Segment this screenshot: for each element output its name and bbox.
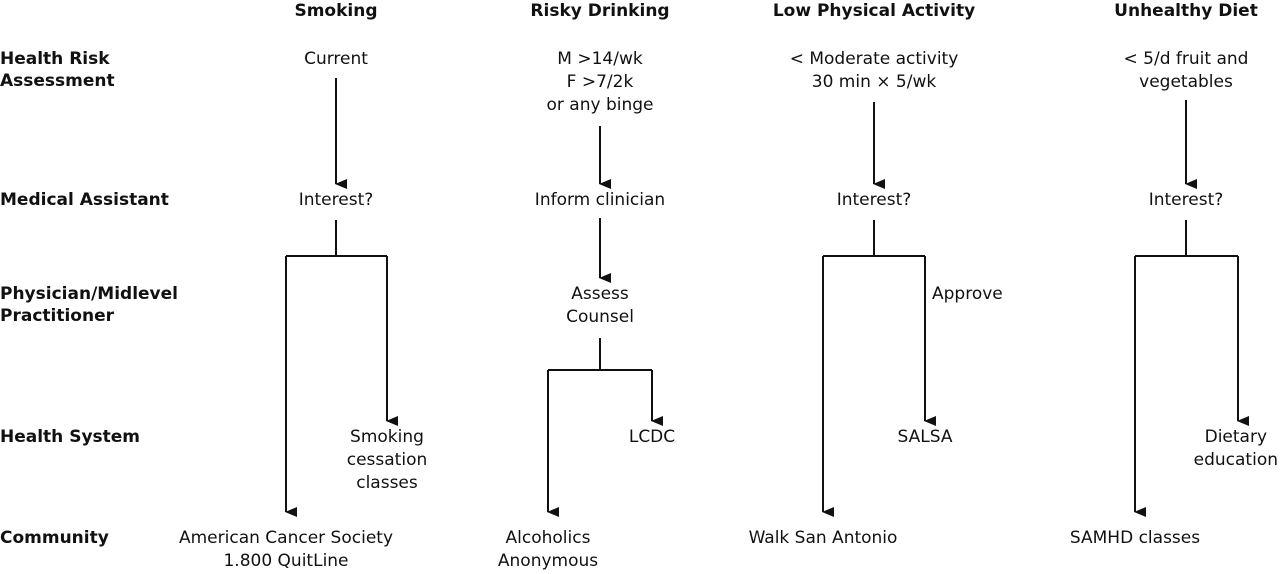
activity-health-system-node: SALSA bbox=[897, 427, 953, 447]
activity-ma-node: Interest? bbox=[836, 190, 912, 210]
drinking-ma-node: Inform clinician bbox=[534, 190, 666, 210]
branch-drinking-physician bbox=[548, 338, 652, 371]
diet-community-node: SAMHD classes bbox=[1069, 528, 1201, 548]
activity-physician-node: Approve bbox=[932, 284, 1003, 304]
smoking-ma-node: Interest? bbox=[298, 190, 374, 210]
drinking-health-system-node: LCDC bbox=[628, 427, 676, 447]
activity-community-node: Walk San Antonio bbox=[748, 528, 898, 548]
row-label-medical-assistant: Medical Assistant bbox=[0, 190, 169, 210]
column-header-risky-drinking: Risky Drinking bbox=[530, 1, 670, 21]
branch-diet-ma bbox=[1135, 220, 1238, 257]
column-header-low-physical-activity: Low Physical Activity bbox=[772, 1, 976, 21]
column-header-unhealthy-diet: Unhealthy Diet bbox=[1114, 1, 1258, 21]
column-header-smoking: Smoking bbox=[294, 1, 378, 21]
branch-smoking-ma bbox=[286, 220, 387, 257]
row-label-health-system: Health System bbox=[0, 427, 141, 447]
row-label-community: Community bbox=[0, 528, 109, 548]
smoking-hra-node: Current bbox=[304, 49, 368, 69]
branch-activity-ma bbox=[823, 220, 925, 257]
diet-ma-node: Interest? bbox=[1148, 190, 1224, 210]
